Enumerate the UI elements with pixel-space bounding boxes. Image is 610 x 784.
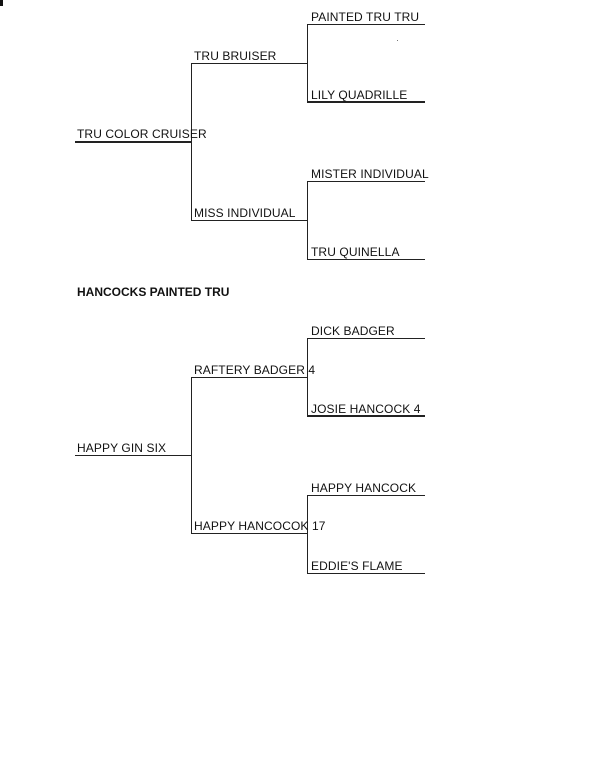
line-p2-dam-sire — [307, 495, 425, 496]
line-p2-sire — [191, 377, 308, 378]
line-p2-dam-dam — [307, 573, 425, 574]
p1-subject-name: TRU COLOR CRUISER — [77, 127, 207, 141]
scan-speck — [397, 40, 398, 41]
line-p1-dam-dam — [307, 259, 425, 260]
p2-subject-name: HAPPY GIN SIX — [77, 441, 167, 455]
line-p2-dam — [191, 533, 308, 534]
line-p2-subject — [75, 455, 192, 456]
scan-mark — [0, 0, 3, 6]
p2-sire-sire-name: DICK BADGER — [311, 324, 395, 338]
p1-sire-name: TRU BRUISER — [194, 49, 277, 63]
p2-sire-name: RAFTERY BADGER 4 — [194, 363, 316, 377]
line-p1-sire — [191, 63, 308, 64]
line-p2-sire-dam — [307, 415, 425, 417]
p2-sire-dam-name: JOSIE HANCOCK 4 — [311, 402, 421, 416]
line-p1-dam — [191, 220, 308, 221]
p1-dam-dam-name: TRU QUINELLA — [311, 245, 400, 259]
line-p1-subject — [75, 141, 192, 143]
line-p1-sire-sire — [307, 24, 425, 25]
pedigree-heading: HANCOCKS PAINTED TRU — [77, 285, 230, 299]
p1-sire-sire-name: PAINTED TRU TRU — [311, 10, 420, 24]
line-p1-sire-dam — [307, 101, 425, 103]
p2-dam-name: HAPPY HANCOCOK 17 — [194, 519, 326, 533]
line-p2-sire-sire — [307, 338, 425, 339]
line-p1-dam-sire — [307, 181, 425, 182]
p1-dam-name: MISS INDIVIDUAL — [194, 206, 296, 220]
p2-dam-dam-name: EDDIE'S FLAME — [311, 559, 403, 573]
p1-dam-sire-name: MISTER INDIVIDUAL — [311, 167, 429, 181]
connector-p2-dam — [307, 495, 308, 574]
p1-sire-dam-name: LILY QUADRILLE — [311, 88, 408, 102]
p2-dam-sire-name: HAPPY HANCOCK — [311, 481, 417, 495]
